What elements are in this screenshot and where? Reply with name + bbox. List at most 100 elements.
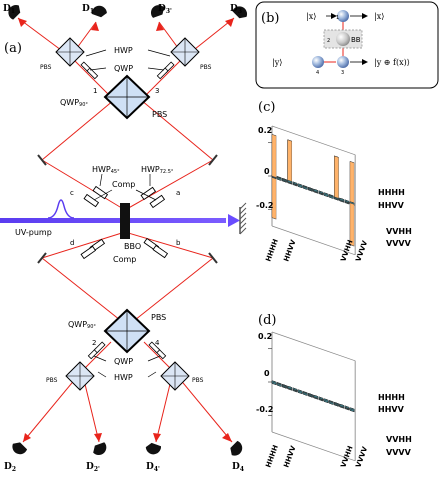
qwp-top-label: QWP (114, 64, 133, 73)
detector-d2-label: D2 (4, 462, 16, 473)
qwp90-bottom-label: QWP90° (68, 320, 96, 330)
chart-c-bar-top (282, 178, 287, 181)
chart-d-row-label-3: VVVV (386, 448, 412, 457)
comp-bottom-label: Comp (113, 255, 136, 264)
chart-d-bar-top (287, 387, 292, 390)
chart-d-bar-top (313, 397, 318, 400)
pbs-bottom-label: PBS (151, 313, 166, 322)
chart-c-bar-top (349, 201, 355, 204)
chart-c-bar-top (282, 178, 287, 180)
chart-c-bar-top (318, 190, 324, 193)
chart-c-bar-top (344, 201, 350, 203)
uv-pump-label: UV-pump (15, 228, 52, 237)
chart-c-col-label-1: HHVV (282, 238, 297, 262)
chart-d-col-label-3: VVVV (354, 445, 369, 469)
chart-d-bar-top (344, 407, 350, 410)
chart-d-bar-top (303, 392, 308, 394)
chart-c-bar-top (329, 197, 334, 199)
chart-d-bar-top (339, 405, 344, 408)
chart-c-bar-top (308, 187, 313, 190)
chart-d-bar-top (282, 386, 287, 388)
chart-d-bar-top (318, 398, 324, 400)
qwp-bottom-label: QWP (114, 357, 133, 366)
chart-d-bars (271, 380, 355, 412)
path-b-label: b (176, 239, 181, 247)
chart-d-bar-top (282, 384, 287, 387)
chart-d-bar-top (308, 393, 313, 395)
uv-pump-beam (0, 199, 247, 235)
hwp-top-label: HWP (114, 46, 133, 55)
chart-d-bar-top (292, 387, 298, 390)
detector-d3-label: D3 (230, 4, 242, 15)
detector-d3-icon (232, 6, 247, 19)
path-a-label: a (176, 189, 180, 197)
chart-d-bar-top (303, 394, 308, 396)
node-4-label: 4 (316, 70, 319, 76)
detector-d2-icon (12, 442, 28, 455)
chart-d-box (268, 331, 356, 462)
chart-c-bar (334, 155, 339, 200)
chart-d-bar-top (323, 401, 329, 403)
chart-c-bar-top (344, 201, 350, 204)
chart-d-bar-top (334, 402, 339, 405)
detector-d1p-icon (91, 5, 107, 18)
chart-c-bar-top (297, 186, 303, 188)
small-pbs-lines (56, 38, 199, 390)
chart-c-bar-top (277, 179, 282, 181)
chart-d-bar-top (349, 407, 355, 410)
chart-d-bar-top (297, 389, 303, 392)
chart-c-row-label-3: VVVV (386, 239, 412, 248)
detector-d3p-icon (151, 5, 165, 18)
chart-d-bar-top (287, 388, 292, 391)
chart-c-bar-top (287, 139, 292, 142)
chart-c-bar-top (334, 198, 339, 201)
chart-c-bar-top (313, 191, 318, 194)
detector-d2p-icon (93, 442, 107, 456)
chart-d-bar-top (277, 382, 282, 385)
panel-b-label: (b) (261, 11, 279, 26)
pbs-small-tl-label: PBS (40, 64, 52, 71)
chart-c-bar-top (277, 177, 282, 179)
chart-c-bar-top (344, 202, 350, 205)
panel-d-label: (d) (258, 313, 276, 328)
beam-paths (17, 17, 235, 443)
chart-c-bar-top (308, 189, 313, 192)
chart-d-bar-top (292, 389, 298, 391)
chart-d-bar-top (323, 398, 329, 401)
chart-c-bar (271, 175, 277, 220)
comp-top-label: Comp (112, 180, 135, 189)
chart-c-bar-top (303, 185, 308, 188)
chart-c-bar-top (271, 217, 277, 220)
detector-d1-icon (8, 5, 21, 20)
chart-c-bar-top (329, 195, 334, 197)
chart-d-bar-top (287, 385, 292, 388)
detector-icons (8, 5, 247, 456)
detector-d1p-label: D1' (82, 4, 96, 15)
chart-d-bar-top (329, 400, 334, 403)
chart-c-bar-top (349, 161, 355, 163)
arrow-out-y (362, 59, 368, 65)
chart-c-bar-top (277, 176, 282, 179)
chart-c-bar-top (313, 190, 318, 193)
chart-d-bar-top (277, 383, 282, 385)
chart-c-bar-top (339, 197, 344, 200)
chart-c-bar-top (308, 189, 313, 191)
chart-c-bar-top (323, 195, 329, 197)
chart-c-ztick-neg: -0.2 (256, 201, 274, 210)
input-x-label: |x⟩ (306, 12, 316, 21)
chart-d-bar-top (282, 386, 287, 389)
chart-d-bar-top (344, 408, 350, 411)
hwp-bottom-label: HWP (114, 373, 133, 382)
chart-c-bar-top (308, 187, 313, 189)
chart-d-bar-top (308, 395, 313, 397)
mirrors (37, 154, 218, 264)
arrow-out-x (362, 13, 368, 19)
chart-c-row-labels: HHHH HHVV VVHH VVVV (378, 188, 412, 248)
chart-d-row-label-0: HHHH (378, 393, 405, 402)
path-c-label: c (70, 189, 74, 197)
path-d-label: d (70, 239, 74, 247)
pbs-small-bl-label: PBS (46, 377, 58, 384)
port-4-label: 4 (155, 339, 160, 347)
port-3-label: 3 (155, 87, 159, 95)
